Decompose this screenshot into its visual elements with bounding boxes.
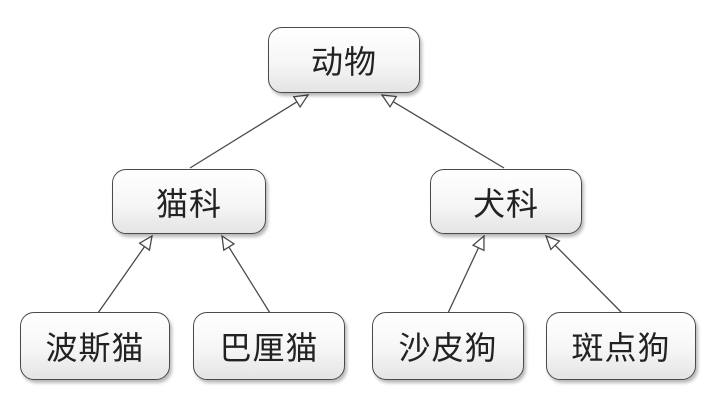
edge-persian-to-cat-line — [97, 246, 146, 314]
edge-balinese-to-cat-line — [228, 246, 271, 314]
edge-dog-to-root-line — [392, 101, 505, 169]
edge-balinese-to-cat-arrowhead — [221, 234, 236, 252]
node-branch-dog: 犬科 — [430, 169, 582, 234]
node-leaf-balinese-cat-label: 巴厘猫 — [219, 329, 319, 367]
edge-sharpei-to-dog-arrowhead — [471, 234, 485, 252]
edge-dalmatian-to-dog-line — [554, 244, 623, 314]
edge-cat-to-root — [189, 94, 310, 169]
edge-cat-to-root-line — [189, 101, 298, 169]
node-branch-dog-label: 犬科 — [472, 184, 539, 223]
edge-sharpei-to-dog — [447, 234, 485, 314]
edge-dalmatian-to-dog-arrowhead — [544, 234, 561, 251]
node-leaf-dalmatian-dog-label: 斑点狗 — [571, 329, 671, 367]
node-leaf-balinese-cat: 巴厘猫 — [193, 312, 345, 380]
edge-dog-to-root — [380, 94, 505, 169]
node-leaf-dalmatian-dog: 斑点狗 — [546, 312, 696, 380]
node-leaf-sharpei-dog-label: 沙皮狗 — [398, 329, 498, 367]
edge-persian-to-cat-arrowhead — [138, 234, 153, 252]
edge-balinese-to-cat — [221, 234, 271, 314]
node-branch-cat-label: 猫科 — [155, 184, 222, 223]
edge-dalmatian-to-dog — [544, 234, 623, 314]
node-root: 动物 — [268, 27, 420, 93]
node-leaf-sharpei-dog: 沙皮狗 — [372, 312, 524, 380]
node-leaf-persian-cat: 波斯猫 — [20, 312, 170, 380]
edge-sharpei-to-dog-line — [447, 247, 480, 314]
node-root-label: 动物 — [310, 43, 377, 81]
edge-cat-to-root-arrowhead — [292, 94, 310, 109]
node-branch-cat: 猫科 — [112, 169, 266, 234]
edge-dog-to-root-arrowhead — [380, 94, 398, 109]
node-leaf-persian-cat-label: 波斯猫 — [45, 329, 145, 367]
edge-persian-to-cat — [97, 234, 153, 314]
